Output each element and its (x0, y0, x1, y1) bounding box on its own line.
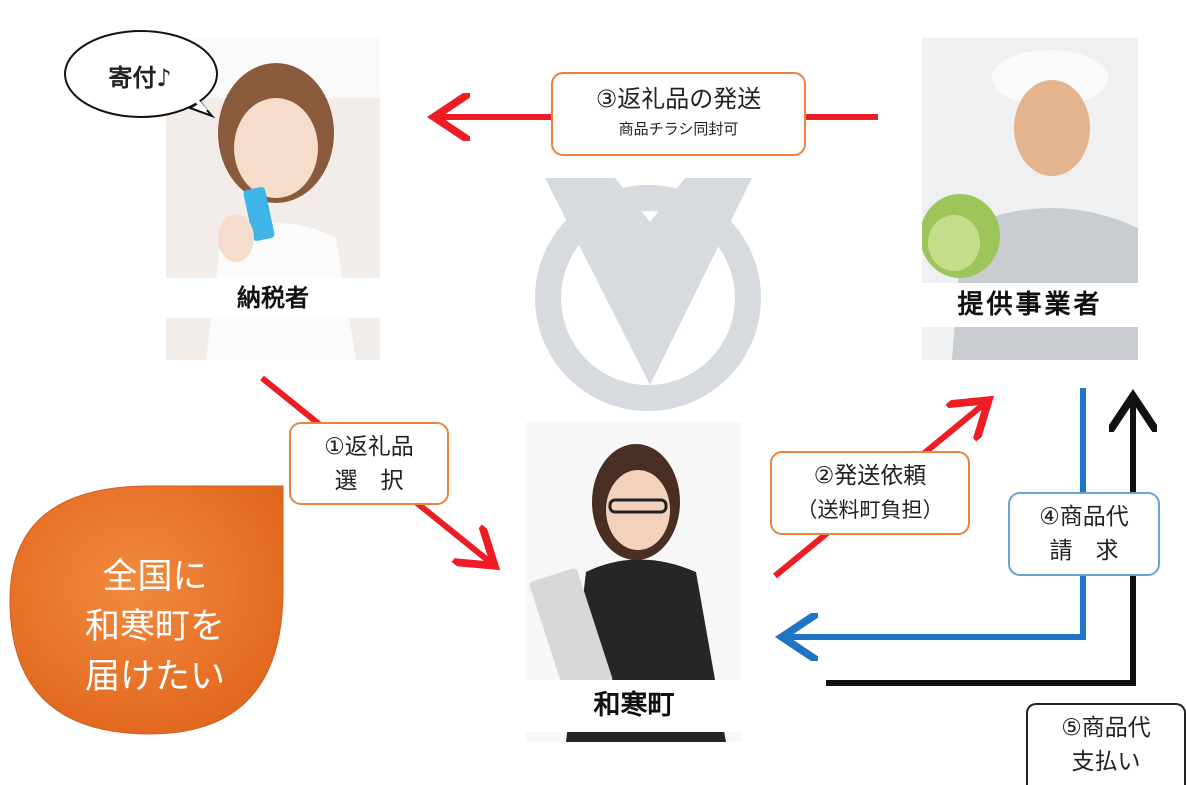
step4-note: ④商品代 請 求 (1008, 492, 1160, 576)
step1-subtitle: 選 択 (334, 468, 404, 494)
step5-subtitle: 支払い (1071, 749, 1141, 775)
step1-title: ①返礼品 (324, 434, 414, 460)
arrow-step4 (788, 388, 1086, 637)
step5-note: ⑤商品代 支払い (1026, 703, 1186, 785)
step3-title: ③返礼品の発送 (595, 85, 762, 113)
step3-note: ③返礼品の発送 商品チラシ同封可 (551, 72, 806, 156)
slogan-line2: 和寒町を (84, 607, 225, 647)
provider-photo: 提供事業者 (922, 38, 1138, 360)
speech-bubble-text: 寄付♪ (108, 64, 172, 92)
taxpayer-label: 納税者 (166, 278, 380, 318)
town-label: 和寒町 (526, 680, 742, 732)
taxpayer-photo: 納税者 (166, 38, 380, 360)
step4-title: ④商品代 (1039, 504, 1129, 530)
step4-subtitle: 請 求 (1049, 538, 1119, 564)
slogan-text: 全国に 和寒町を 届けたい (40, 552, 270, 702)
slogan-line3: 届けたい (84, 657, 225, 697)
step1-note: ①返礼品 選 択 (289, 422, 449, 505)
provider-label: 提供事業者 (922, 283, 1138, 327)
slogan-line1: 全国に (102, 557, 208, 597)
step2-subtitle: （送料町負担） (796, 498, 944, 522)
town-photo: 和寒町 (526, 422, 742, 742)
step2-title: ②発送依頼 (813, 463, 927, 489)
step5-title: ⑤商品代 (1061, 715, 1151, 741)
step2-note: ②発送依頼 （送料町負担） (770, 451, 970, 535)
step3-subtitle: 商品チラシ同封可 (618, 120, 739, 138)
